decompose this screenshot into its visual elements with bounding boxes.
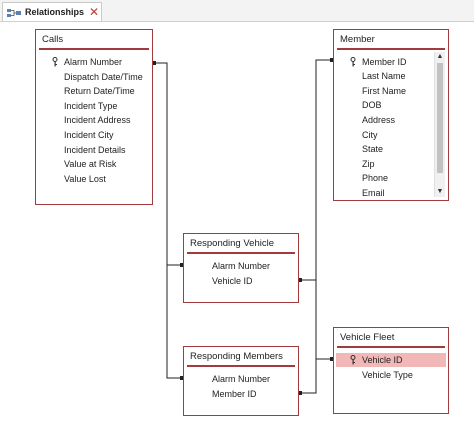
table-title-divider <box>337 346 445 348</box>
table-title: Responding Members <box>190 351 283 362</box>
field-last-name[interactable]: Last Name <box>362 71 406 81</box>
field-value-at-risk[interactable]: Value at Risk <box>64 159 117 169</box>
close-icon[interactable]: ✕ <box>89 5 100 19</box>
relationship-line-calls-responding-vehicle <box>153 62 183 266</box>
relationship-line-member <box>299 59 333 394</box>
table-responding-members[interactable]: Responding Members Alarm Number Member I… <box>183 346 299 416</box>
key-icon <box>350 57 356 67</box>
relationships-icon <box>7 9 21 17</box>
relationships-canvas: Calls Alarm Number Dispatch Date/Time Re… <box>0 22 474 444</box>
scroll-up-arrow-icon[interactable]: ▲ <box>436 53 444 60</box>
field-incident-details[interactable]: Incident Details <box>64 145 126 155</box>
field-first-name[interactable]: First Name <box>362 86 407 96</box>
field-member-id[interactable]: Member ID <box>212 389 257 399</box>
field-value-lost[interactable]: Value Lost <box>64 174 106 184</box>
table-title: Calls <box>42 34 64 45</box>
table-title-divider <box>187 365 295 367</box>
field-list-scrollbar[interactable]: ▲ ▼ <box>434 52 445 197</box>
table-responding-vehicle[interactable]: Responding Vehicle Alarm Number Vehicle … <box>183 233 299 303</box>
scroll-thumb[interactable] <box>437 63 443 173</box>
document-tab-strip: Relationships ✕ <box>0 0 474 22</box>
field-address[interactable]: Address <box>362 115 396 125</box>
field-phone[interactable]: Phone <box>362 173 389 183</box>
field-vehicle-type[interactable]: Vehicle Type <box>362 370 413 380</box>
field-alarm-number[interactable]: Alarm Number <box>212 261 271 271</box>
table-title: Responding Vehicle <box>190 238 274 249</box>
table-member[interactable]: Member Member ID Last Name First Name DO… <box>333 29 449 201</box>
field-incident-address[interactable]: Incident Address <box>64 115 131 125</box>
table-title: Member <box>340 34 375 45</box>
key-icon <box>350 355 356 365</box>
field-vehicle-id[interactable]: Vehicle ID <box>336 353 446 367</box>
field-state[interactable]: State <box>362 144 384 154</box>
table-vehicle-fleet[interactable]: Vehicle Fleet Vehicle ID Vehicle Type <box>333 327 449 414</box>
field-alarm-number[interactable]: Alarm Number <box>212 374 271 384</box>
table-calls[interactable]: Calls Alarm Number Dispatch Date/Time Re… <box>35 29 153 205</box>
key-icon <box>52 57 58 67</box>
field-email[interactable]: Email <box>362 188 385 198</box>
field-dob[interactable]: DOB <box>362 100 382 110</box>
relationship-lines <box>153 58 333 395</box>
field-incident-type[interactable]: Incident Type <box>64 101 118 111</box>
field-city[interactable]: City <box>362 130 378 140</box>
field-member-id[interactable]: Member ID <box>336 55 434 69</box>
field-dispatch-date-time[interactable]: Dispatch Date/Time <box>64 72 143 82</box>
table-title-divider <box>337 48 445 50</box>
table-title: Vehicle Fleet <box>340 332 395 343</box>
tab-relationships[interactable]: Relationships ✕ <box>2 2 102 21</box>
field-incident-city[interactable]: Incident City <box>64 130 114 140</box>
relationship-line-calls-responding-members <box>166 265 183 379</box>
field-vehicle-id[interactable]: Vehicle ID <box>212 276 253 286</box>
field-zip[interactable]: Zip <box>362 159 375 169</box>
field-alarm-number[interactable]: Alarm Number <box>38 55 150 69</box>
tab-label: Relationships <box>25 7 85 17</box>
table-title-divider <box>187 252 295 254</box>
scroll-down-arrow-icon[interactable]: ▼ <box>436 188 444 195</box>
field-return-date-time[interactable]: Return Date/Time <box>64 86 135 96</box>
table-title-divider <box>39 48 149 50</box>
